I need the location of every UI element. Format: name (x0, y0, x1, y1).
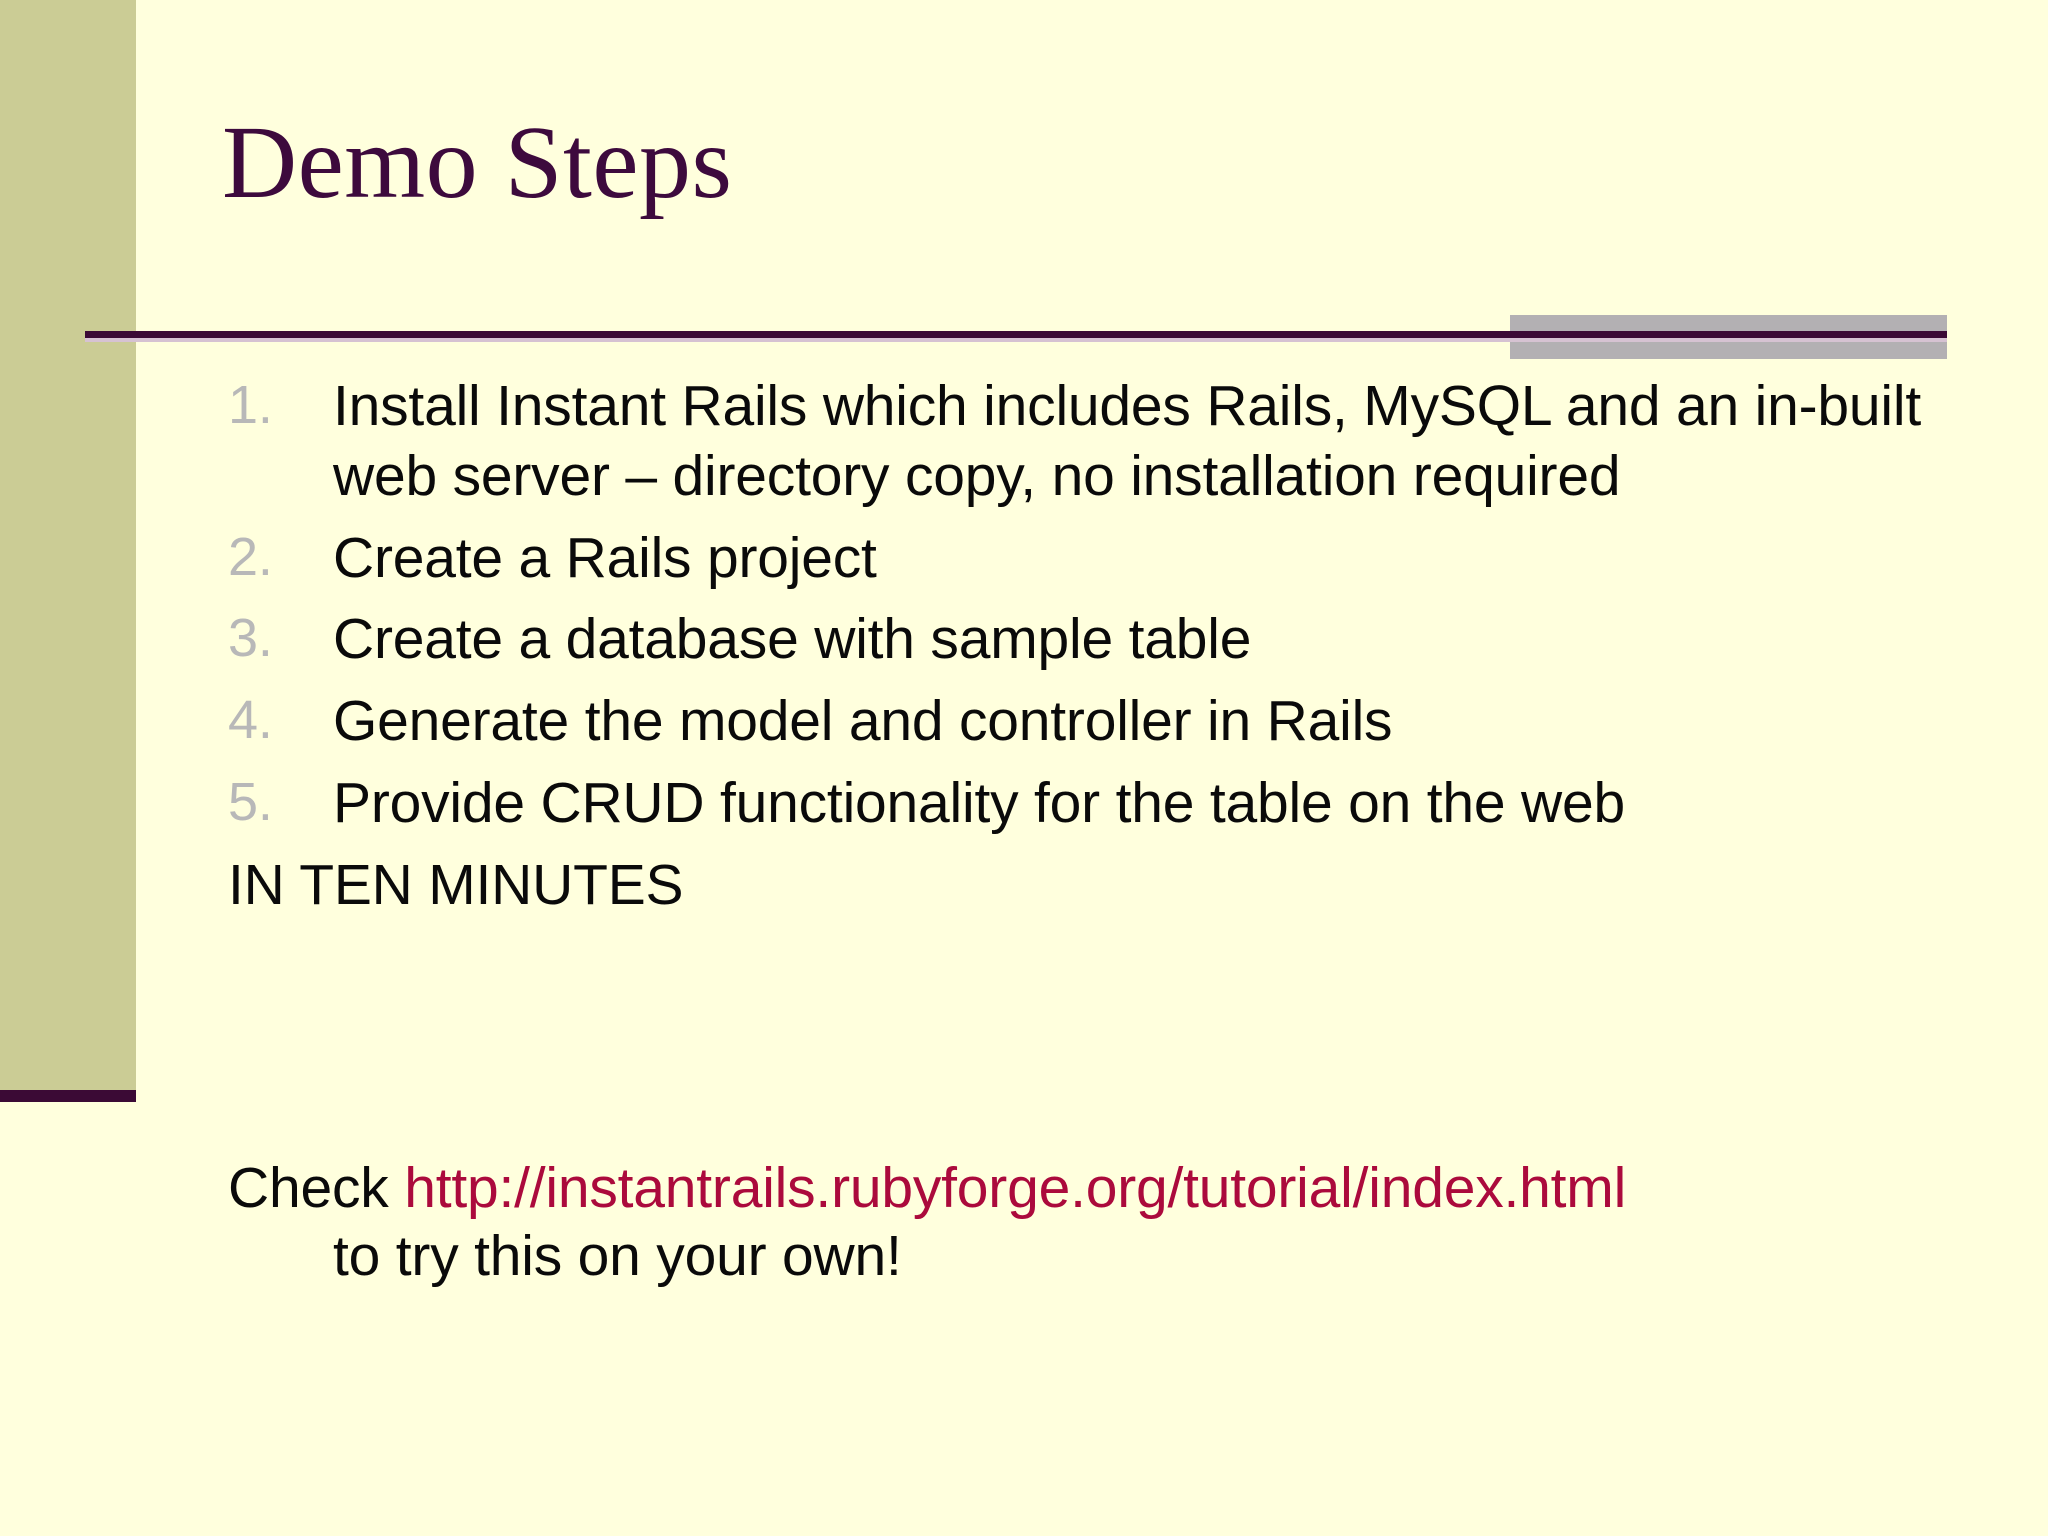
list-item-number: 4. (228, 690, 273, 751)
divider-rule-shadow (85, 338, 1947, 342)
divider-rule (85, 331, 1947, 338)
list-item-text: Install Instant Rails which includes Rai… (333, 374, 1921, 508)
list-item: 4. Generate the model and controller in … (228, 687, 1928, 757)
list-item: 1. Install Instant Rails which includes … (228, 372, 1933, 512)
body-content: 1. Install Instant Rails which includes … (228, 372, 1928, 921)
list-item-number: 5. (228, 772, 273, 833)
list-item: 3. Create a database with sample table (228, 605, 1928, 675)
sidebar-decorative-band (0, 0, 136, 1090)
list-item-number: 3. (228, 608, 273, 669)
list-item: 2. Create a Rails project (228, 524, 1928, 594)
closing-lead-text: Check (228, 1156, 405, 1220)
list-item-number: 2. (228, 526, 273, 587)
list-item-number: 1. (228, 375, 273, 435)
tutorial-url-link[interactable]: http://instantrails.rubyforge.org/tutori… (404, 1156, 1627, 1220)
list-item-text: Generate the model and controller in Rai… (333, 689, 1393, 754)
closing-line-two: to try this on your own! (333, 1224, 902, 1289)
closing-line-with-link: Check http://instantrails.rubyforge.org/… (228, 1154, 1948, 1222)
list-item-text: Create a Rails project (333, 525, 877, 590)
emphasis-line: IN TEN MINUTES (228, 852, 684, 917)
list-item: 5. Provide CRUD functionality for the ta… (228, 769, 1928, 839)
sidebar-band-footer-bar (0, 1090, 136, 1102)
steps-list: 1. Install Instant Rails which includes … (228, 372, 1928, 839)
closing-note: Check http://instantrails.rubyforge.org/… (228, 1154, 1948, 1291)
list-item-text: Provide CRUD functionality for the table… (333, 771, 1625, 836)
page-title: Demo Steps (222, 105, 733, 220)
list-item-text: Create a database with sample table (333, 607, 1252, 672)
